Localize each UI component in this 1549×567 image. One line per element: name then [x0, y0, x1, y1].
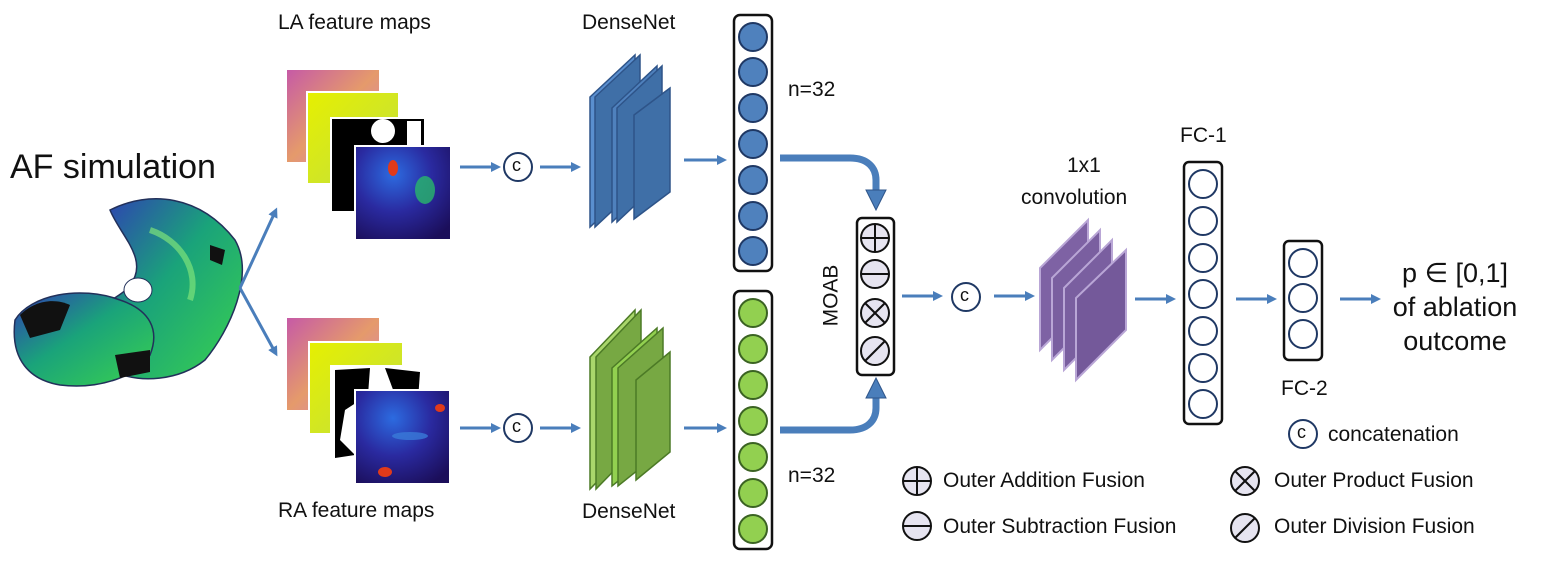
concat-symbol-top: c — [512, 155, 521, 175]
la-feature-maps — [287, 70, 452, 241]
node — [1188, 279, 1218, 309]
outer-addition-icon — [860, 223, 890, 253]
node — [738, 201, 768, 231]
node — [738, 370, 768, 400]
ra-feature-maps-label: RA feature maps — [278, 499, 435, 522]
node — [1288, 283, 1318, 313]
densenet-top-label: DenseNet — [582, 11, 676, 34]
conv-1x1-stack — [1039, 217, 1127, 383]
node — [738, 22, 768, 52]
bottom-n-label: n=32 — [788, 464, 836, 487]
densenet-bottom — [589, 308, 671, 491]
fc2-label: FC-2 — [1281, 377, 1328, 400]
diagram-title: AF simulation — [10, 148, 216, 186]
output-line2: of ablation — [1392, 292, 1518, 322]
fc1-label: FC-1 — [1180, 124, 1227, 147]
legend-addition-icon — [902, 466, 932, 496]
output-line1: p ∈ [0,1] — [1401, 258, 1509, 288]
node — [738, 514, 768, 544]
node — [738, 406, 768, 436]
moab-label: MOAB — [819, 264, 843, 327]
node — [1188, 169, 1218, 199]
node — [1188, 389, 1218, 419]
concat-node-top — [503, 152, 533, 182]
concat-symbol-mid: c — [960, 285, 969, 305]
outer-subtraction-icon — [860, 259, 890, 289]
output-line3: outcome — [1403, 326, 1507, 356]
concat-node-mid — [951, 282, 981, 312]
node — [1188, 243, 1218, 273]
node — [738, 129, 768, 159]
output-label: p ∈ [0,1] of ablation outcome — [1380, 256, 1530, 358]
node — [738, 334, 768, 364]
conv-label-line1: 1x1 — [1067, 154, 1101, 177]
concat-symbol-legend: c — [1297, 422, 1306, 442]
concat-node-legend — [1288, 419, 1318, 449]
legend-addition-label: Outer Addition Fusion — [943, 469, 1145, 492]
legend-product-label: Outer Product Fusion — [1274, 469, 1474, 492]
node — [1188, 206, 1218, 236]
split-arrows — [238, 207, 278, 357]
legend-division-label: Outer Division Fusion — [1274, 515, 1475, 538]
legend-concat-label: concatenation — [1328, 423, 1459, 446]
moab-block — [855, 216, 896, 377]
node — [738, 442, 768, 472]
atrium-render — [13, 198, 244, 387]
conv-label-line2: convolution — [1021, 186, 1128, 209]
fc1-column — [1182, 160, 1224, 426]
legend-product-icon — [1230, 466, 1260, 496]
densenet-top — [589, 53, 671, 229]
node — [738, 236, 768, 266]
legend-division-icon — [1230, 513, 1260, 543]
node-column-bottom — [732, 289, 774, 551]
node — [738, 298, 768, 328]
concat-symbol-bottom: c — [512, 416, 521, 436]
outer-product-icon — [860, 298, 890, 328]
la-feature-maps-label: LA feature maps — [278, 11, 431, 34]
legend-subtraction-label: Outer Subtraction Fusion — [943, 515, 1177, 538]
densenet-bottom-label: DenseNet — [582, 500, 676, 523]
node — [1288, 248, 1318, 278]
top-n-label: n=32 — [788, 78, 836, 101]
node — [738, 165, 768, 195]
node — [738, 57, 768, 87]
node-column-top — [732, 13, 774, 273]
outer-division-icon — [860, 336, 890, 366]
node — [1188, 316, 1218, 346]
concat-node-bottom — [503, 413, 533, 443]
node — [1188, 353, 1218, 383]
node — [738, 478, 768, 508]
flow-arrows — [460, 155, 1381, 433]
fc2-column — [1282, 239, 1324, 362]
moab-inputs — [780, 154, 887, 434]
legend-subtraction-icon — [902, 511, 932, 541]
node — [1288, 319, 1318, 349]
ra-feature-maps — [287, 318, 451, 485]
node — [738, 93, 768, 123]
